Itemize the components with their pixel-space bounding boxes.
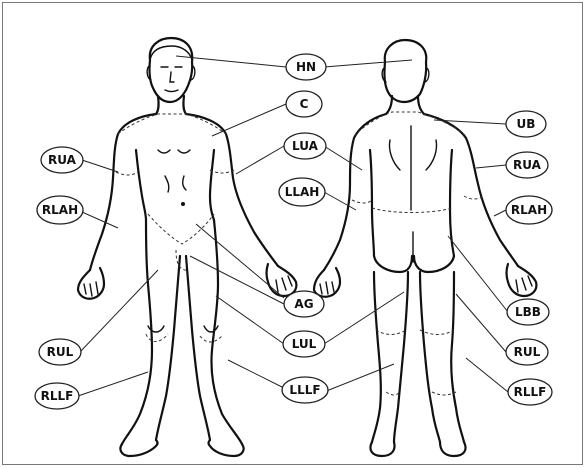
label-ag-text: AG — [294, 297, 313, 311]
label-rua-back: RUA — [506, 152, 548, 178]
label-ub: UB — [506, 111, 546, 137]
label-rllf-back: RLLF — [508, 379, 552, 405]
label-rul-front-text: RUL — [47, 345, 74, 359]
label-llah-text: LLAH — [285, 185, 320, 199]
label-lllf: LLLF — [282, 377, 328, 403]
label-lua: LUA — [284, 133, 326, 159]
label-rul-back-text: RUL — [514, 345, 541, 359]
label-ub-text: UB — [517, 117, 536, 131]
label-rua-back-text: RUA — [513, 158, 542, 172]
label-c-text: C — [300, 97, 309, 111]
label-rlah-front: RLAH — [37, 196, 83, 224]
label-ag: AG — [284, 291, 324, 317]
label-rlah-back-text: RLAH — [511, 203, 547, 217]
label-lua-text: LUA — [292, 139, 319, 153]
label-rllf-back-text: RLLF — [514, 385, 547, 399]
label-c: C — [286, 91, 322, 117]
label-rul-front: RUL — [39, 339, 81, 365]
label-rua-front: RUA — [41, 147, 83, 173]
label-lllf-text: LLLF — [289, 383, 320, 397]
label-lul: LUL — [283, 331, 325, 357]
back-body-figure — [314, 40, 536, 456]
label-lbb: LBB — [507, 299, 549, 325]
label-rlah-front-text: RLAH — [42, 203, 78, 217]
label-rlah-back: RLAH — [506, 196, 552, 224]
label-rllf-front-text: RLLF — [41, 389, 74, 403]
front-body-figure — [78, 38, 296, 456]
label-rua-front-text: RUA — [48, 153, 77, 167]
label-hn-text: HN — [296, 60, 316, 74]
label-rllf-front: RLLF — [35, 383, 79, 409]
label-hn: HN — [286, 54, 326, 80]
label-llah: LLAH — [279, 178, 325, 206]
label-lul-text: LUL — [292, 337, 317, 351]
label-lbb-text: LBB — [515, 305, 541, 319]
label-rul-back: RUL — [506, 339, 548, 365]
